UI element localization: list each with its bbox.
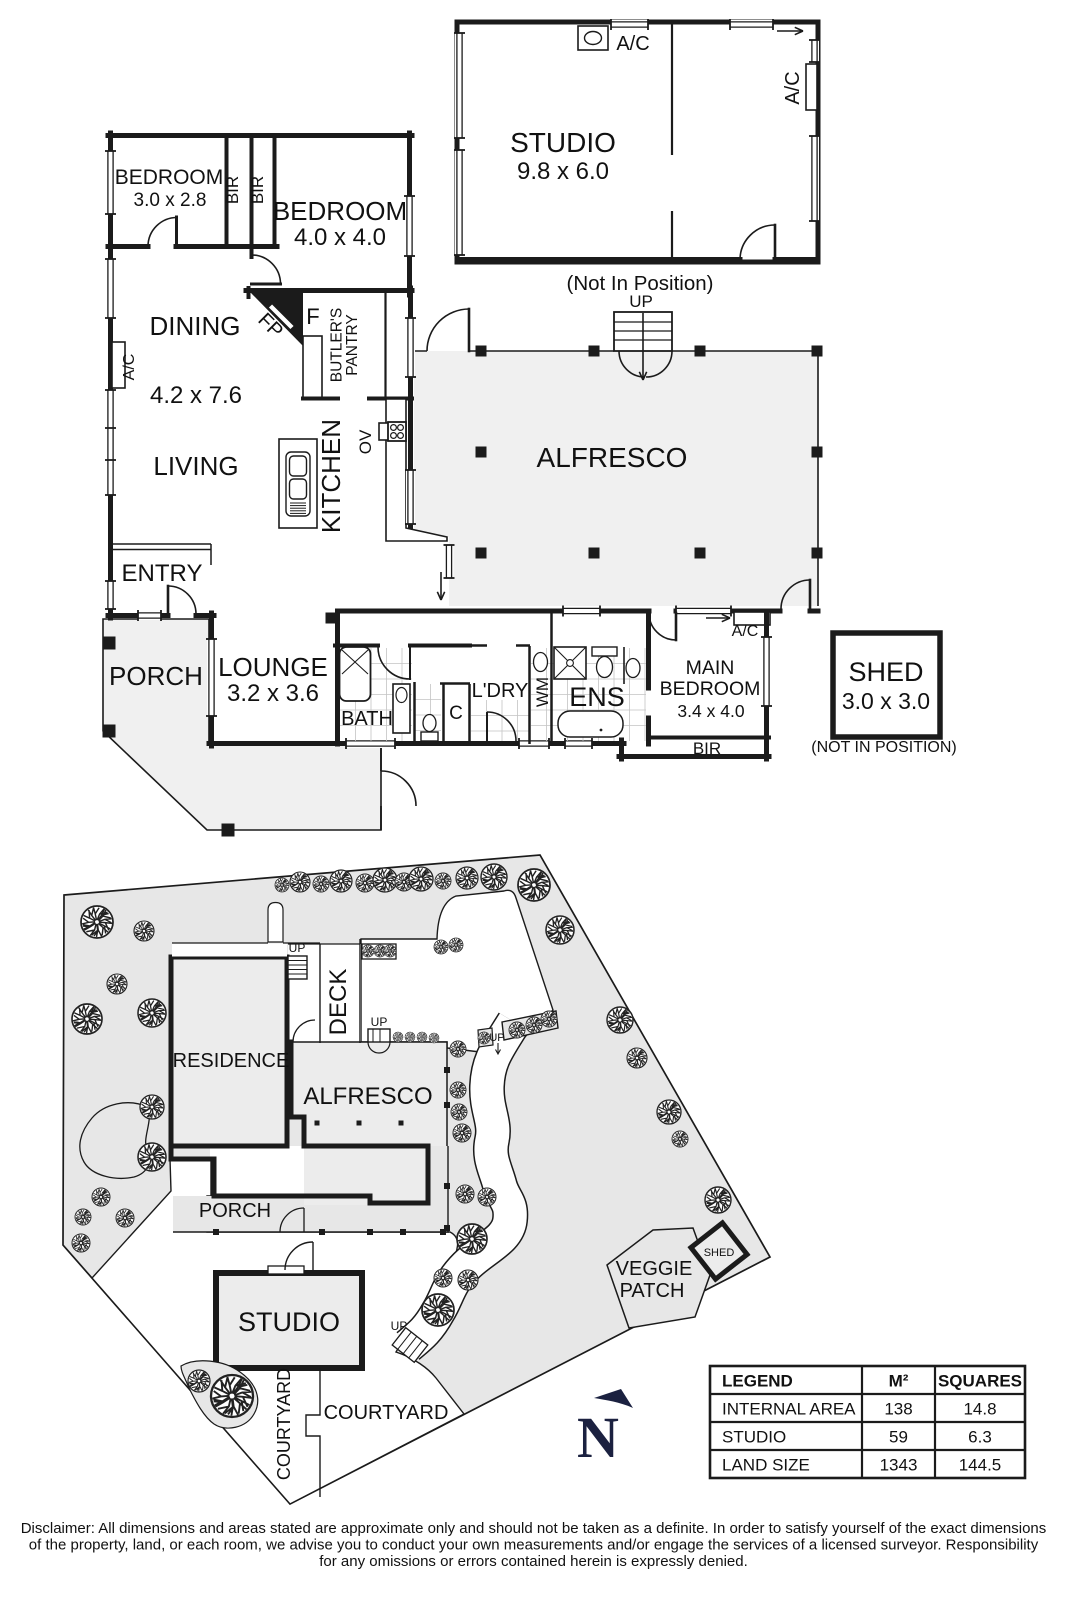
svg-text:DECK: DECK bbox=[325, 969, 352, 1036]
svg-text:COURTYARD: COURTYARD bbox=[324, 1402, 449, 1424]
svg-text:UP: UP bbox=[629, 292, 653, 311]
svg-text:LOUNGE: LOUNGE bbox=[218, 652, 328, 682]
svg-text:ALFRESCO: ALFRESCO bbox=[537, 442, 688, 473]
svg-text:PORCH: PORCH bbox=[109, 661, 203, 691]
svg-text:for any omissions or errors co: for any omissions or errors contained he… bbox=[319, 1553, 748, 1570]
svg-text:BEDROOM: BEDROOM bbox=[660, 678, 761, 700]
svg-text:BIR: BIR bbox=[223, 176, 242, 204]
svg-text:3.0 x 3.0: 3.0 x 3.0 bbox=[842, 688, 930, 714]
svg-text:MAIN: MAIN bbox=[686, 657, 735, 679]
svg-text:(Not In Position): (Not In Position) bbox=[567, 272, 714, 295]
svg-text:A/C: A/C bbox=[732, 623, 759, 640]
svg-text:Disclaimer: All dimensions and: Disclaimer: All dimensions and areas sta… bbox=[21, 1520, 1047, 1537]
svg-text:(NOT IN POSITION): (NOT IN POSITION) bbox=[811, 739, 956, 756]
svg-text:BUTLER'S: BUTLER'S bbox=[329, 308, 346, 382]
svg-text:138: 138 bbox=[884, 1400, 912, 1419]
svg-text:SHED: SHED bbox=[848, 657, 923, 687]
svg-text:SHED: SHED bbox=[704, 1247, 735, 1259]
svg-text:BIR: BIR bbox=[693, 739, 721, 758]
svg-text:of the property, land, or each: of the property, land, or each room, we … bbox=[29, 1537, 1039, 1554]
svg-text:3.2 x 3.6: 3.2 x 3.6 bbox=[227, 680, 319, 707]
svg-text:STUDIO: STUDIO bbox=[722, 1428, 786, 1447]
svg-text:L'DRY: L'DRY bbox=[472, 680, 529, 702]
svg-text:M²: M² bbox=[889, 1372, 909, 1391]
svg-text:UP: UP bbox=[391, 1319, 408, 1333]
svg-text:STUDIO: STUDIO bbox=[238, 1307, 340, 1337]
svg-text:COURTYARD: COURTYARD bbox=[274, 1368, 294, 1480]
svg-text:DINING: DINING bbox=[150, 311, 241, 341]
svg-text:RESIDENCE: RESIDENCE bbox=[173, 1050, 290, 1072]
svg-text:6.3: 6.3 bbox=[968, 1428, 992, 1447]
svg-text:144.5: 144.5 bbox=[959, 1456, 1002, 1475]
svg-text:3.0 x 2.8: 3.0 x 2.8 bbox=[134, 190, 207, 211]
svg-text:ALFRESCO: ALFRESCO bbox=[303, 1083, 432, 1110]
svg-text:LIVING: LIVING bbox=[153, 451, 238, 481]
svg-text:9.8 x 6.0: 9.8 x 6.0 bbox=[517, 158, 609, 185]
svg-text:4.2 x 7.6: 4.2 x 7.6 bbox=[150, 382, 242, 409]
svg-text:LAND SIZE: LAND SIZE bbox=[722, 1456, 810, 1475]
svg-text:4.0 x 4.0: 4.0 x 4.0 bbox=[294, 224, 386, 251]
svg-text:SQUARES: SQUARES bbox=[938, 1372, 1022, 1391]
svg-text:BATH: BATH bbox=[341, 708, 393, 730]
svg-text:N: N bbox=[577, 1405, 619, 1470]
svg-text:1343: 1343 bbox=[880, 1456, 918, 1475]
svg-text:BEDROOM: BEDROOM bbox=[273, 196, 407, 226]
svg-text:KITCHEN: KITCHEN bbox=[316, 419, 346, 533]
svg-text:PORCH: PORCH bbox=[199, 1200, 271, 1222]
svg-text:UP: UP bbox=[371, 1015, 388, 1029]
svg-text:BEDROOM: BEDROOM bbox=[115, 166, 224, 189]
svg-text:C: C bbox=[449, 703, 463, 724]
svg-text:ENTRY: ENTRY bbox=[122, 560, 203, 587]
svg-text:WM: WM bbox=[533, 677, 552, 707]
svg-text:UP: UP bbox=[289, 941, 306, 955]
svg-text:59: 59 bbox=[889, 1428, 908, 1447]
svg-text:UP: UP bbox=[489, 1032, 504, 1044]
svg-text:VEGGIE: VEGGIE bbox=[616, 1258, 693, 1280]
svg-text:A/C: A/C bbox=[121, 354, 138, 381]
svg-text:PATCH: PATCH bbox=[620, 1280, 685, 1302]
svg-text:PANTRY: PANTRY bbox=[344, 314, 361, 375]
svg-text:STUDIO: STUDIO bbox=[510, 127, 616, 158]
svg-text:ENS: ENS bbox=[569, 682, 625, 712]
svg-text:OV: OV bbox=[356, 429, 375, 454]
svg-text:A/C: A/C bbox=[782, 71, 804, 104]
svg-text:A/C: A/C bbox=[616, 33, 649, 55]
svg-text:LEGEND: LEGEND bbox=[722, 1372, 793, 1391]
svg-text:14.8: 14.8 bbox=[963, 1400, 996, 1419]
svg-text:BIR: BIR bbox=[248, 176, 267, 204]
svg-text:3.4 x 4.0: 3.4 x 4.0 bbox=[677, 701, 744, 721]
svg-text:F: F bbox=[306, 304, 319, 329]
svg-text:INTERNAL AREA: INTERNAL AREA bbox=[722, 1400, 856, 1419]
